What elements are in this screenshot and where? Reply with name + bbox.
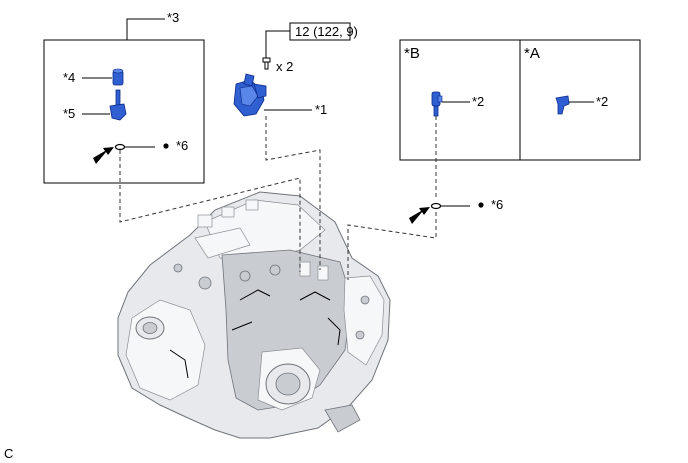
variant-boxes: *B *A *2 *2 *6 [399,39,641,224]
callout-6-left: *6 [176,138,188,153]
bolt-quantity: x 2 [276,59,293,74]
callout-2-a: *2 [596,94,608,109]
transaxle-case [117,191,391,439]
panel-label-b: *B [404,45,420,62]
part-4-sleeve [112,68,124,86]
part-1-bracket [233,73,267,117]
bullet-dot-right [478,202,484,208]
bolt-icon [262,57,271,70]
callout-4: *4 [63,70,75,85]
callout-5: *5 [63,106,75,121]
figure-code: C [4,446,13,461]
callout-1: *1 [315,102,327,117]
sub-assembly-box: *3 *4 *5 *6 [43,10,205,184]
callout-6-right: *6 [491,197,503,212]
installation-guide-lines [119,116,437,280]
panel-label-a: *A [524,45,540,62]
o-ring-left [114,143,126,151]
pointer-arrow-right [409,207,430,224]
torque-spec: 12 (122, 9) [295,24,358,39]
callout-2-b: *2 [472,94,484,109]
o-ring-right [430,202,442,210]
bullet-dot-left [163,143,169,149]
callout-3: *3 [167,10,179,25]
part-5-sensor [109,89,127,121]
pointer-arrow-left [93,147,114,164]
part-2-sensor-b [431,91,443,117]
part-2-sensor-a [555,95,570,115]
bracket-assembly: 12 (122, 9) x 2 *1 [233,22,358,117]
